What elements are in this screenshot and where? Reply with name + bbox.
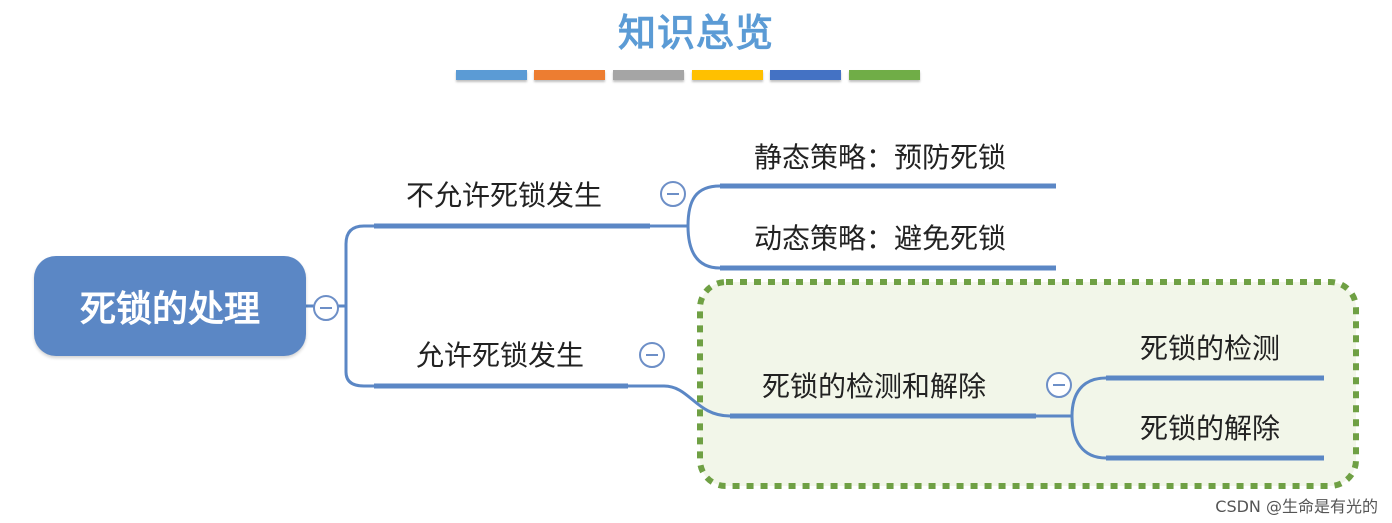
detection-label[interactable]: 死锁的检测 bbox=[1140, 332, 1281, 365]
page-title: 知识总览 bbox=[617, 10, 774, 55]
color-strip-segment bbox=[849, 70, 920, 80]
branch-not-allowed-label[interactable]: 不允许死锁发生 bbox=[406, 179, 603, 212]
branch-allowed-label[interactable]: 允许死锁发生 bbox=[416, 339, 585, 372]
color-strip-segment bbox=[534, 70, 605, 80]
color-strip-segment bbox=[770, 70, 841, 80]
root-node[interactable]: 死锁的处理 bbox=[34, 256, 306, 356]
color-strip-segment bbox=[456, 70, 527, 80]
color-strip-segment bbox=[692, 70, 763, 80]
detect-and-recover-label[interactable]: 死锁的检测和解除 bbox=[762, 370, 987, 403]
static-policy-label[interactable]: 静态策略：预防死锁 bbox=[754, 141, 1007, 174]
collapse-detect-icon[interactable] bbox=[1046, 372, 1072, 398]
watermark: CSDN @生命是有光的 bbox=[1215, 497, 1378, 516]
group-highlight-box bbox=[697, 279, 1359, 489]
collapse-root-icon[interactable] bbox=[313, 295, 339, 321]
connector-not-allowed-children bbox=[650, 184, 721, 270]
color-strip-segment bbox=[613, 70, 684, 80]
connector-allowed-child bbox=[628, 384, 731, 418]
recovery-label[interactable]: 死锁的解除 bbox=[1140, 412, 1281, 445]
collapse-allowed-icon[interactable] bbox=[639, 342, 665, 368]
dynamic-policy-label[interactable]: 动态策略：避免死锁 bbox=[754, 222, 1007, 255]
color-strip bbox=[456, 70, 926, 80]
connector-detect-children bbox=[1036, 376, 1107, 460]
collapse-not-allowed-icon[interactable] bbox=[660, 181, 686, 207]
root-node-label: 死锁的处理 bbox=[79, 289, 260, 330]
